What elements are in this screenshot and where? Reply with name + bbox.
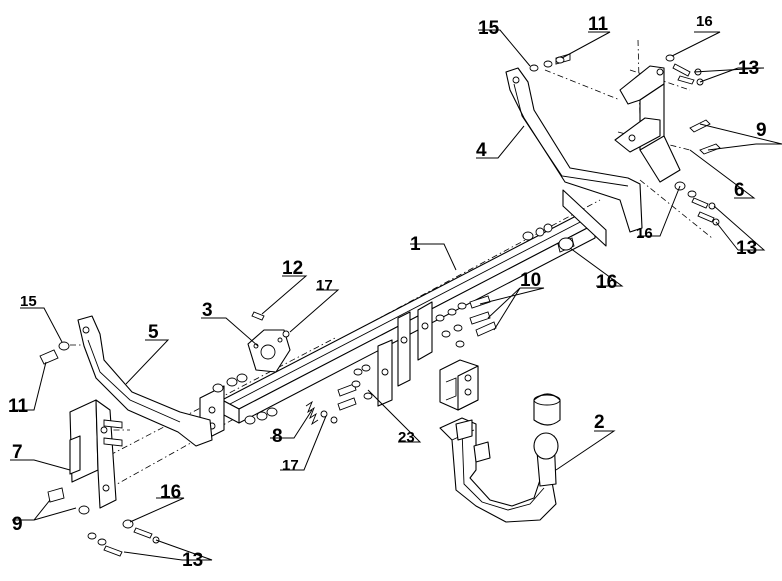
- callout-16-right: 16: [636, 225, 653, 242]
- callout-17-top: 17: [316, 277, 333, 294]
- left-mounting-bracket: [69, 399, 117, 509]
- callout-9-left: 9: [12, 514, 23, 535]
- left-side-arm: [77, 315, 213, 447]
- callout-10: 10: [520, 270, 541, 291]
- callout-1: 1: [410, 234, 421, 255]
- right-mounting-brackets: [614, 65, 681, 183]
- callout-13-bottom: 13: [182, 550, 203, 571]
- callout-23: 23: [398, 429, 415, 446]
- callout-2: 2: [594, 412, 605, 433]
- callout-13-right: 13: [736, 238, 757, 259]
- center-brackets: [377, 301, 433, 407]
- callout-16-tube: 16: [596, 272, 617, 293]
- callout-17-bottom: 17: [282, 457, 299, 474]
- callout-8: 8: [272, 426, 283, 447]
- callout-15-top: 15: [478, 18, 500, 39]
- callout-3: 3: [202, 300, 213, 321]
- leader-lines: [10, 29, 782, 561]
- callout-13-top: 13: [738, 58, 759, 79]
- right-side-arm: [505, 67, 643, 233]
- callout-labels: 1 2 3 4 5 6 7 8 9 9 10 11 11 12 13 13 13…: [8, 13, 767, 571]
- socket-plate: [247, 329, 291, 373]
- tow-ball-neck: [439, 393, 561, 523]
- main-cross-tube: [199, 189, 607, 443]
- callout-6: 6: [734, 180, 745, 201]
- callout-4: 4: [476, 140, 487, 161]
- callout-11-top: 11: [588, 14, 609, 35]
- callout-11-left: 11: [8, 396, 29, 417]
- callout-12: 12: [282, 258, 303, 279]
- electrical-socket-housing: [439, 359, 479, 411]
- callout-9-right: 9: [756, 120, 767, 141]
- hardware-fasteners: [39, 53, 721, 557]
- callout-15-left: 15: [20, 293, 37, 310]
- callout-16-bottom: 16: [160, 482, 181, 503]
- callout-16-top: 16: [696, 13, 713, 30]
- callout-7: 7: [12, 442, 23, 463]
- callout-5: 5: [148, 322, 159, 343]
